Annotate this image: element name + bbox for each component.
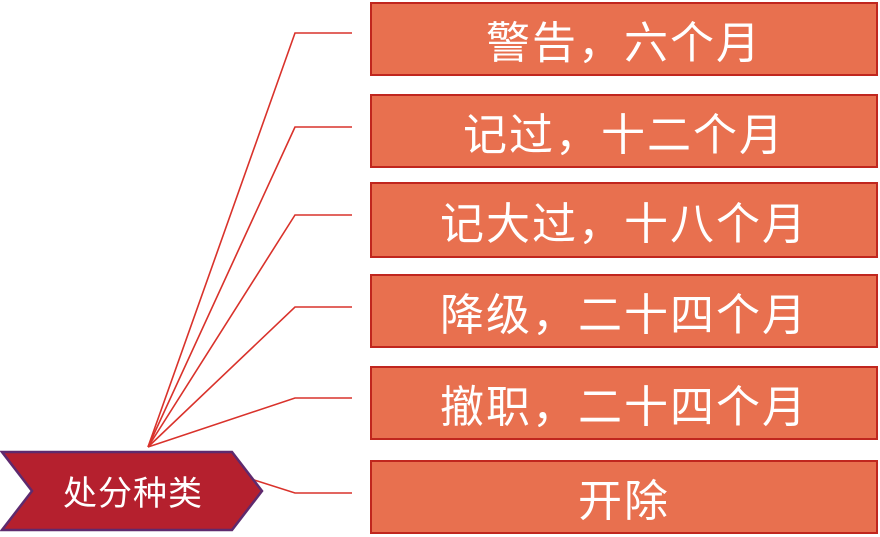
connector-line-5 bbox=[247, 477, 352, 494]
connector-line-1 bbox=[147, 126, 352, 448]
branch-box-dismissal-from-post: 撤职，二十四个月 bbox=[370, 366, 878, 440]
branch-box-expulsion: 开除 bbox=[370, 460, 878, 534]
root-node-shape bbox=[0, 450, 264, 532]
root-node-label: 处分种类 bbox=[63, 473, 203, 514]
connector-line-3 bbox=[147, 306, 352, 448]
branch-box-demotion: 降级，二十四个月 bbox=[370, 274, 878, 348]
connector-line-2 bbox=[147, 214, 352, 448]
branch-box-demerit: 记过，十二个月 bbox=[370, 94, 878, 168]
branch-box-warning: 警告，六个月 bbox=[370, 2, 878, 76]
branch-box-major-demerit: 记大过，十八个月 bbox=[370, 182, 878, 258]
connector-line-4 bbox=[147, 397, 352, 448]
connector-line-0 bbox=[147, 32, 352, 448]
